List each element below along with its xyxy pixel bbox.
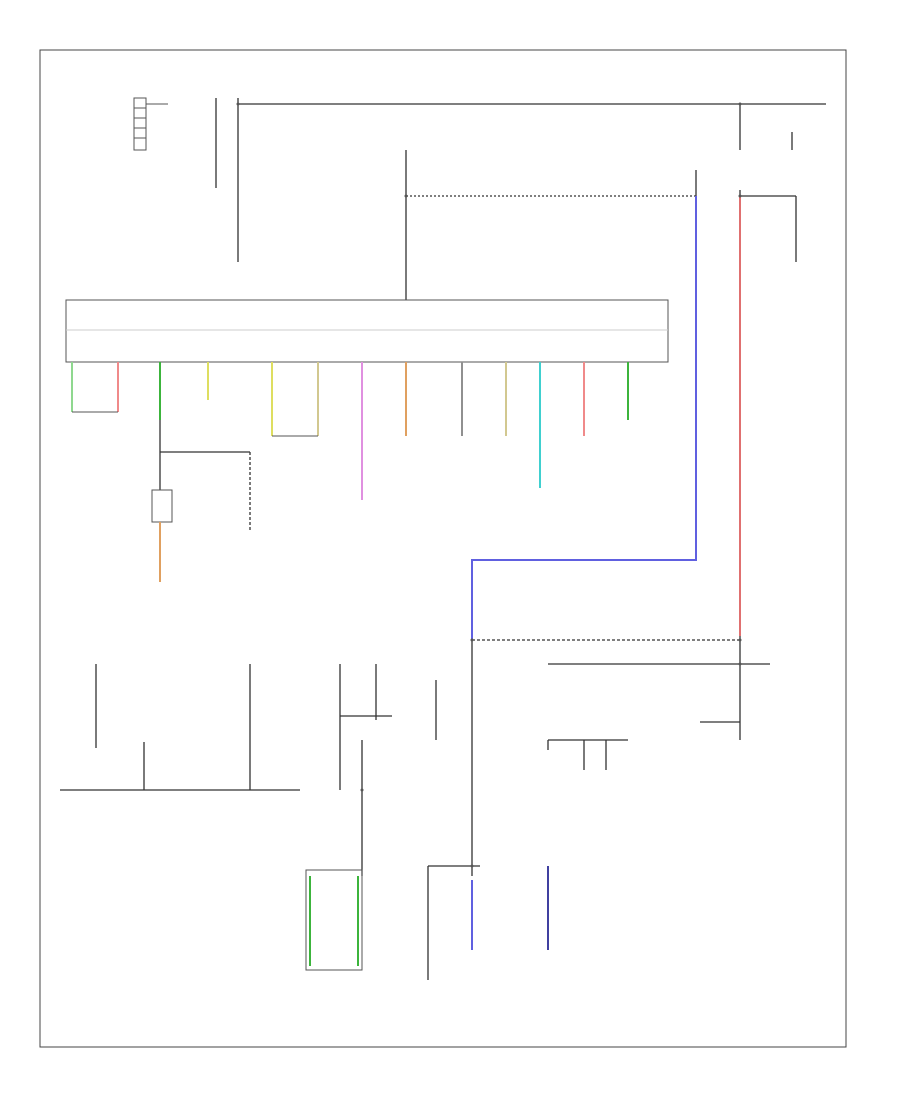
lower-bus (60, 636, 770, 876)
main-power-bus (215, 98, 826, 300)
bottom-wires (305, 865, 549, 980)
fuse-block (65, 299, 669, 363)
branch-wires (71, 362, 629, 500)
diagram-frame (39, 49, 847, 1048)
battery-symbol (133, 97, 168, 151)
left-relay (151, 420, 251, 582)
wire-blue-main (471, 196, 697, 640)
connector-marks (236, 102, 742, 868)
